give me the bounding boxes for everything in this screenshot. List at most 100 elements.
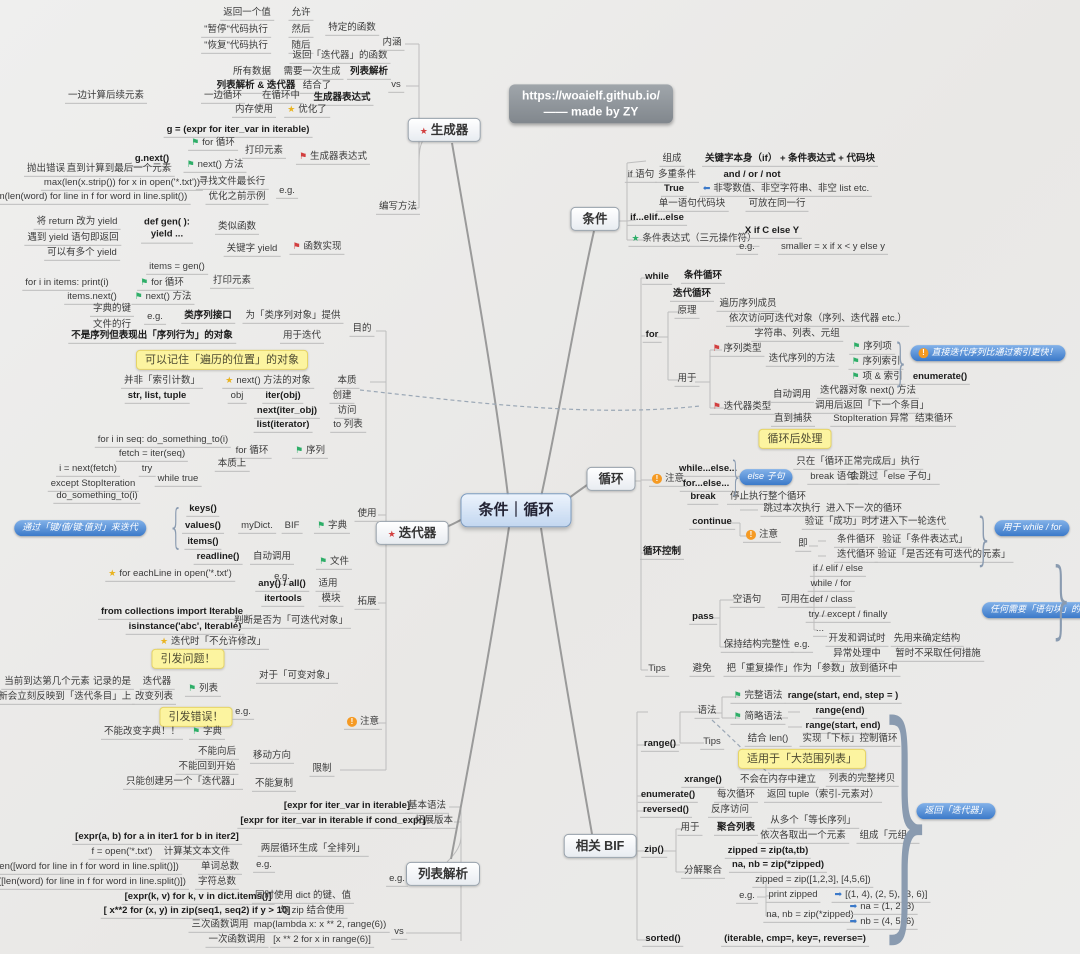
topic-node[interactable]: 寻找文件最长行: [195, 176, 269, 191]
topic-node[interactable]: range(start, end): [802, 720, 884, 735]
topic-node[interactable]: !注意: [742, 529, 782, 544]
topic-node[interactable]: 即: [795, 538, 811, 553]
topic-node[interactable]: 关键字本身（if） + 条件表达式 + 代码块: [702, 153, 878, 168]
topic-node[interactable]: for: [642, 329, 662, 344]
topic-node[interactable]: 移动方向: [249, 750, 295, 765]
topic-node[interactable]: 跳过本次执行: [760, 503, 824, 518]
topic-node[interactable]: 组成: [659, 153, 685, 168]
topic-node[interactable]: and / or / not: [720, 169, 784, 184]
topic-node[interactable]: ⚑序列索引: [848, 356, 904, 371]
topic-node[interactable]: 分解聚合: [680, 865, 726, 880]
topic-node[interactable]: 自动调用: [769, 389, 815, 404]
topic-node[interactable]: 可放在同一行: [745, 198, 809, 213]
topic-node[interactable]: 列表解析 & 迭代器: [213, 80, 299, 95]
topic-node[interactable]: 不能向后: [194, 746, 240, 761]
topic-node[interactable]: 遇到 yield 语句即返回: [24, 232, 122, 247]
topic-node[interactable]: 类似函数: [214, 221, 260, 236]
topic-node[interactable]: ★for eachLine in open('*.txt'): [105, 568, 235, 583]
note-iterate-by-keys[interactable]: 通过「键/值/键:值对」来迭代: [14, 520, 146, 536]
topic-node[interactable]: 三次函数调用: [188, 919, 252, 934]
topic-node[interactable]: for...else...: [679, 478, 733, 493]
topic-node[interactable]: 迭代器: [139, 676, 175, 691]
topic-node[interactable]: 返回「迭代器」的函数: [289, 50, 391, 65]
topic-node[interactable]: 用于: [674, 373, 700, 388]
topic-node[interactable]: zip(): [641, 844, 667, 859]
topic-node[interactable]: 对于「可变对象」: [255, 670, 339, 685]
topic-node[interactable]: 然后: [288, 24, 314, 39]
topic-node[interactable]: ⚑函数实现: [289, 241, 345, 256]
topic-node[interactable]: 会跳过「else 子句」: [846, 471, 940, 486]
topic-node[interactable]: while true: [154, 473, 202, 488]
topic-node[interactable]: 只在「循环正常完成后」执行: [793, 456, 923, 471]
topic-node[interactable]: [expr(k, v) for k, v in dict.items()]: [121, 891, 275, 906]
topic-node[interactable]: ⚑完整语法: [730, 690, 786, 705]
topic-node[interactable]: 迭代器对象 next() 方法: [816, 385, 920, 400]
topic-node[interactable]: 列表的完整拷贝: [825, 773, 899, 788]
topic-node[interactable]: e.g.: [276, 185, 298, 200]
topic-node[interactable]: 改变列表: [131, 691, 177, 706]
topic-node[interactable]: 不是序列但表现出「序列行为」的对象: [68, 330, 236, 345]
topic-node[interactable]: 验证「成功」时: [801, 516, 875, 531]
topic-node[interactable]: try / except / finally: [805, 609, 891, 624]
topic-node[interactable]: 条件循环: [833, 534, 879, 549]
topic-node[interactable]: 迭代循环: [833, 549, 879, 564]
topic-node[interactable]: 返回一个值: [220, 7, 274, 22]
topic-node[interactable]: ⚑生成器表达式: [295, 151, 371, 166]
topic-node[interactable]: len([word for line in f for word in line…: [0, 861, 182, 876]
topic-node[interactable]: vs: [391, 926, 407, 941]
topic-node[interactable]: reversed(): [640, 804, 692, 819]
topic-node[interactable]: 不能复制: [251, 778, 297, 793]
topic-node[interactable]: ➡[(1, 4), (2, 5), (3, 6)]: [831, 889, 931, 904]
topic-node[interactable]: e.g.: [386, 873, 408, 888]
topic-node[interactable]: !注意: [648, 473, 688, 488]
topic-node[interactable]: readline(): [193, 551, 243, 566]
topic-node[interactable]: ⚑迭代器类型: [709, 401, 775, 416]
topic-node[interactable]: 结合 len(): [744, 733, 792, 748]
note-returns-iterator[interactable]: 返回「迭代器」: [916, 803, 996, 819]
note-iterate-faster[interactable]: !直接迭代序列比通过索引更快！: [910, 345, 1066, 361]
topic-node[interactable]: sum(len(word) for line in f for word in …: [0, 191, 191, 206]
topic-node[interactable]: 打印元素: [241, 145, 287, 160]
topic-node[interactable]: ⚑列表: [184, 683, 222, 698]
topic-node[interactable]: 类序列接口: [181, 310, 235, 325]
topic-node[interactable]: 调用后返回「下一个条目」: [811, 400, 933, 415]
topic-node[interactable]: 列表解析: [346, 66, 392, 81]
topic-node[interactable]: items = gen(): [146, 261, 208, 276]
topic-node[interactable]: myDict.: [238, 520, 276, 535]
topic-node[interactable]: from collections import Iterable: [98, 606, 246, 621]
topic-node[interactable]: xrange(): [681, 774, 725, 789]
topic-node[interactable]: 用于: [677, 822, 703, 837]
topic-node[interactable]: 更新会立刻反映到「迭代条目」上: [0, 691, 135, 706]
topic-node[interactable]: 依次访问: [725, 313, 771, 328]
branch-generator[interactable]: ★生成器: [407, 117, 481, 143]
topic-node[interactable]: list(iterator): [253, 419, 313, 434]
branch-related-bif[interactable]: 相关 BIF: [563, 833, 637, 859]
topic-node[interactable]: 用于迭代: [279, 330, 325, 345]
topic-node[interactable]: [x ** 2 for x in range(6)]: [270, 934, 374, 949]
topic-node[interactable]: 判断是否为「可迭代对象」: [230, 615, 352, 630]
topic-node[interactable]: 进入下一次的循环: [822, 503, 906, 518]
topic-node[interactable]: 先用来确定结构: [890, 633, 964, 648]
topic-node[interactable]: items(): [184, 536, 222, 551]
topic-node[interactable]: 同时使用 dict 的键、值: [251, 890, 355, 905]
topic-node[interactable]: 才进入下一轮迭代: [866, 516, 950, 531]
topic-node[interactable]: 验证「是否还有可迭代的元素」: [874, 549, 1014, 564]
topic-node[interactable]: (iterable, cmp=, key=, reverse=): [721, 933, 869, 948]
topic-node[interactable]: e.g.: [736, 241, 758, 256]
topic-node[interactable]: 与 zip 结合使用: [276, 905, 348, 920]
branch-condition[interactable]: 条件: [570, 206, 620, 232]
topic-node[interactable]: 并非「索引计数」: [120, 375, 204, 390]
topic-node[interactable]: 不会在内存中建立: [736, 774, 820, 789]
topic-node[interactable]: ⚑字典: [188, 726, 226, 741]
topic-node[interactable]: StopIteration 异常: [830, 413, 912, 428]
topic-node[interactable]: while...else...: [675, 463, 741, 478]
topic-node[interactable]: "暂停"代码执行: [201, 24, 271, 39]
topic-node[interactable]: def / class: [806, 594, 856, 609]
topic-node[interactable]: 限制: [309, 763, 335, 778]
topic-node[interactable]: 不能改变字典！！: [100, 726, 184, 741]
topic-node[interactable]: ⚑序列类型: [709, 343, 765, 358]
topic-node[interactable]: 避免: [689, 663, 715, 678]
topic-node[interactable]: for i in items: print(i): [22, 277, 112, 292]
topic-node[interactable]: fetch = iter(seq): [115, 448, 189, 463]
topic-node[interactable]: 两层循环生成「全排列」: [257, 843, 369, 858]
